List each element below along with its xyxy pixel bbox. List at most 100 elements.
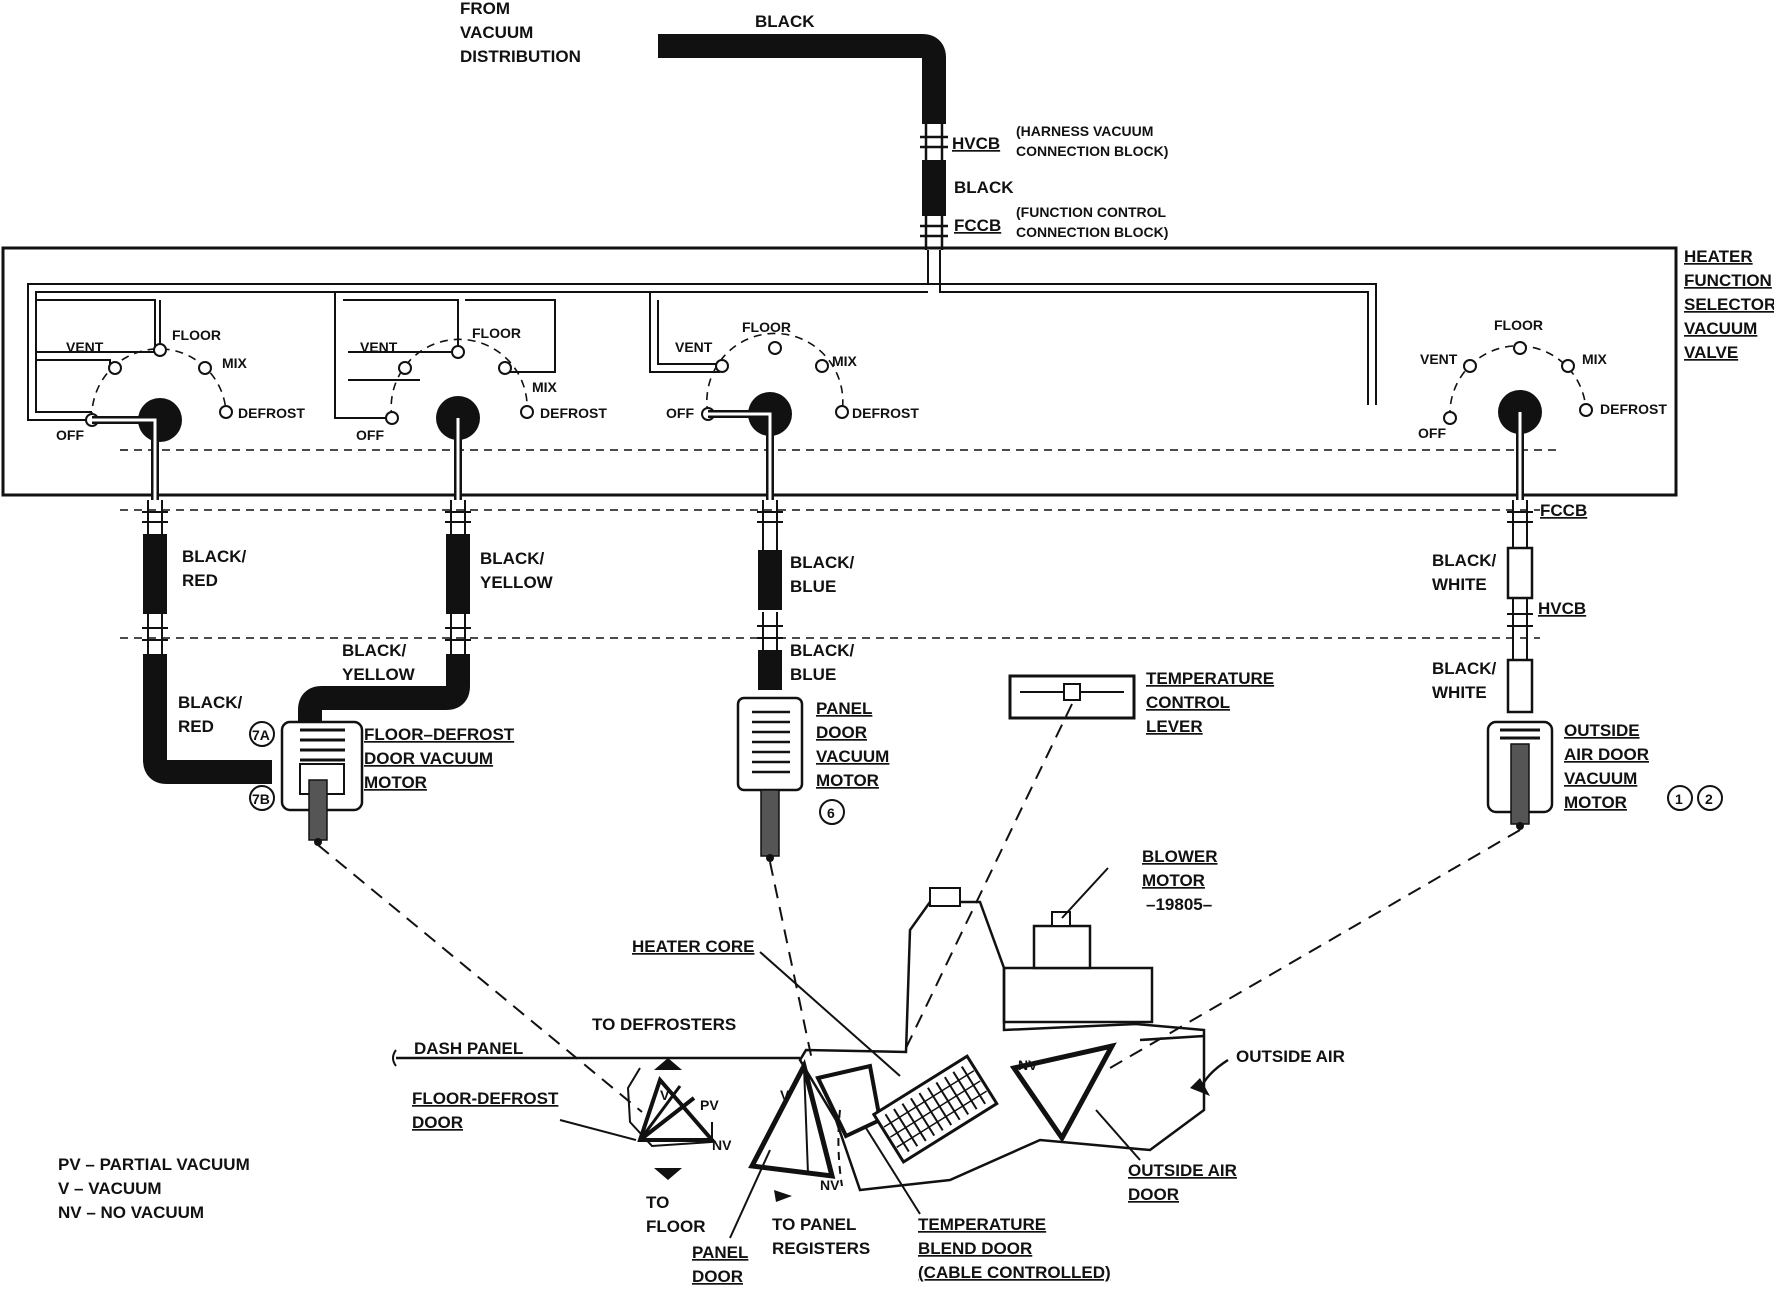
mark-v1: V	[660, 1087, 670, 1103]
fccb-label: FCCB	[954, 216, 1001, 235]
black-hose-segment	[922, 160, 946, 216]
to-panel-registers-label-2: REGISTERS	[772, 1239, 870, 1258]
outside-air-motor-label-1: OUTSIDE	[1564, 721, 1640, 740]
from-vacuum-line-3: DISTRIBUTION	[460, 47, 581, 66]
panel-door-motor-label-4: MOTOR	[816, 771, 879, 790]
hose-label-black-red-1b: RED	[182, 571, 218, 590]
outside-air-motor-label-2: AIR DOOR	[1564, 745, 1649, 764]
selector-4-off-label: OFF	[1418, 425, 1446, 441]
hose-black-red-1	[143, 534, 167, 614]
outside-air-label: OUTSIDE AIR	[1236, 1047, 1345, 1066]
from-vacuum-line-2: VACUUM	[460, 23, 533, 42]
hose-label-black-blue-1b: BLUE	[790, 577, 836, 596]
selector-3-vent-label: VENT	[675, 339, 713, 355]
from-vacuum-line-1: FROM	[460, 0, 510, 18]
temp-lever-label-2: CONTROL	[1146, 693, 1230, 712]
selector-4-mix-label: MIX	[1582, 351, 1608, 367]
port-vent	[108, 361, 122, 375]
selector-3-off-label: OFF	[666, 405, 694, 421]
selector-1: VENT FLOOR MIX DEFROST OFF	[56, 327, 305, 500]
selector-3: VENT FLOOR MIX DEFROST OFF	[666, 319, 919, 500]
fccb-desc-1: (FUNCTION CONTROL	[1016, 204, 1167, 220]
selector-3-floor-label: FLOOR	[742, 319, 791, 335]
selector-1-mix-label: MIX	[222, 355, 248, 371]
heater-core	[759, 951, 999, 1165]
hose-label-black-red-2a: BLACK/	[178, 693, 242, 712]
hose-black-blue-2	[758, 650, 782, 690]
black-top-label: BLACK	[755, 12, 815, 31]
selector-1-off-label: OFF	[56, 427, 84, 443]
hvcb-right-label: HVCB	[1538, 599, 1586, 618]
panel-door-motor-label-2: DOOR	[816, 723, 867, 742]
panel-door: V NV	[748, 1059, 843, 1202]
panel-door-motor-label-1: PANEL	[816, 699, 872, 718]
hose-black-white-2	[1506, 658, 1534, 714]
panel-door-label-1: PANEL	[692, 1243, 748, 1262]
valve-label-5: VALVE	[1684, 343, 1738, 362]
selector-3-defrost-label: DEFROST	[852, 405, 919, 421]
outside-air-door-label-2: DOOR	[1128, 1185, 1179, 1204]
selector-3-mix-label: MIX	[832, 353, 858, 369]
outside-air-vacuum-motor: OUTSIDE AIR DOOR VACUUM MOTOR 1 2	[1486, 720, 1723, 830]
hose-black-blue-1	[758, 550, 782, 610]
port-mix	[198, 361, 212, 375]
floor-defrost-motor-label-2: DOOR VACUUM	[364, 749, 493, 768]
floor-defrost-door-label-1: FLOOR-DEFROST	[412, 1089, 559, 1108]
fccb-desc-2: CONNECTION BLOCK)	[1016, 224, 1168, 240]
selector-1-vent-label: VENT	[66, 339, 104, 355]
panel-door-vacuum-motor: PANEL DOOR VACUUM MOTOR 6	[736, 696, 889, 862]
temp-lever-label-1: TEMPERATURE	[1146, 669, 1274, 688]
valve-label-1: HEATER	[1684, 247, 1753, 266]
blend-door	[815, 1063, 883, 1139]
hose-label-black-white-1a: BLACK/	[1432, 551, 1496, 570]
valve-label-2: FUNCTION	[1684, 271, 1772, 290]
callout-6: 6	[827, 805, 835, 821]
outside-air-motor-label-3: VACUUM	[1564, 769, 1637, 788]
callout-7b: 7B	[252, 791, 270, 807]
hose-label-black-yellow-2a: BLACK/	[342, 641, 406, 660]
legend-v: V – VACUUM	[58, 1179, 162, 1198]
hvcb-desc-1: (HARNESS VACUUM	[1016, 123, 1153, 139]
valve-label-3: SELECTOR	[1684, 295, 1774, 314]
legend: PV – PARTIAL VACUUM V – VACUUM NV – NO V…	[58, 1155, 250, 1222]
legend-pv: PV – PARTIAL VACUUM	[58, 1155, 250, 1174]
heater-function-selector-valve: HEATER FUNCTION SELECTOR VACUUM VALVE VE…	[1, 246, 1774, 500]
to-panel-registers-label-1: TO PANEL	[772, 1215, 856, 1234]
hose-label-black-white-2a: BLACK/	[1432, 659, 1496, 678]
temp-lever-label-3: LEVER	[1146, 717, 1203, 736]
callout-2: 2	[1705, 791, 1713, 807]
blower-motor: BLOWER MOTOR –19805–	[1002, 847, 1218, 1024]
valve-internal-lines	[27, 250, 1377, 421]
temperature-control-lever: TEMPERATURE CONTROL LEVER	[1008, 669, 1274, 736]
selector-2-mix-label: MIX	[532, 379, 558, 395]
mark-nv1: NV	[712, 1137, 732, 1153]
selector-4-floor-label: FLOOR	[1494, 317, 1543, 333]
selector-1-defrost-label: DEFROST	[238, 405, 305, 421]
callout-1: 1	[1675, 791, 1683, 807]
temp-blend-door-label-1: TEMPERATURE	[918, 1215, 1046, 1234]
blower-motor-label-3: –19805–	[1146, 895, 1212, 914]
black-mid-label: BLACK	[954, 178, 1014, 197]
callout-7a: 7A	[252, 727, 270, 743]
mark-v2: V	[780, 1087, 790, 1103]
hose-label-black-yellow-1a: BLACK/	[480, 549, 544, 568]
hose-black-white-1	[1506, 546, 1534, 600]
supply-group: FROM VACUUM DISTRIBUTION BLACK HVCB (HAR…	[460, 0, 1168, 250]
floor-defrost-motor-label-3: MOTOR	[364, 773, 427, 792]
selector-4-vent-label: VENT	[1420, 351, 1458, 367]
temp-blend-door-label-2: BLEND DOOR	[918, 1239, 1032, 1258]
blower-motor-label-2: MOTOR	[1142, 871, 1205, 890]
hose-label-black-blue-2a: BLACK/	[790, 641, 854, 660]
blower-motor-label-1: BLOWER	[1142, 847, 1218, 866]
selector-4-defrost-label: DEFROST	[1600, 401, 1667, 417]
hose-label-black-white-1b: WHITE	[1432, 575, 1487, 594]
fittings	[142, 500, 1533, 660]
selector-2-vent-label: VENT	[360, 339, 398, 355]
mark-nv3: NV	[1018, 1057, 1038, 1073]
hose-label-black-red-2b: RED	[178, 717, 214, 736]
selector-2-floor-label: FLOOR	[472, 325, 521, 341]
selector-2-off-label: OFF	[356, 427, 384, 443]
port-defrost	[219, 405, 233, 419]
to-floor-label-2: FLOOR	[646, 1217, 706, 1236]
